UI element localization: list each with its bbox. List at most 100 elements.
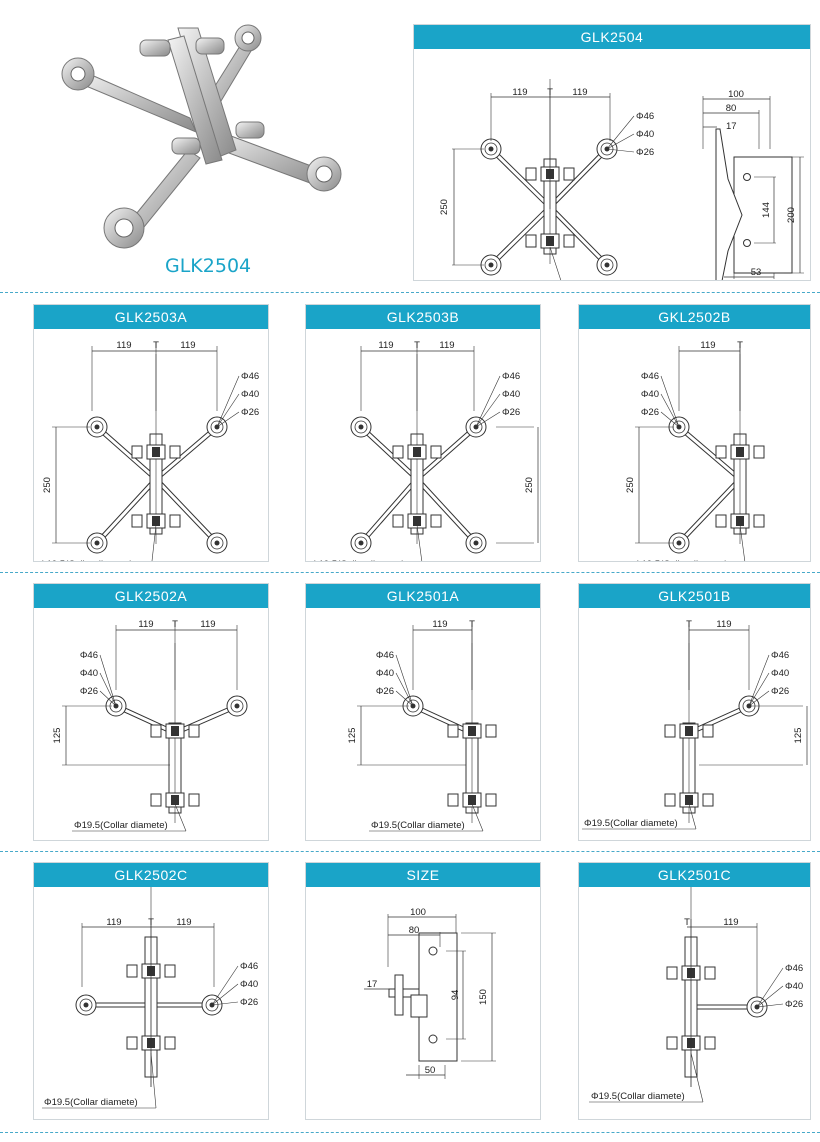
glass-hole-inner bbox=[469, 420, 483, 434]
collar-label: Φ19.5(Collar diamete) bbox=[452, 279, 546, 280]
clamp-bolt bbox=[736, 447, 744, 457]
diameter-leader bbox=[756, 967, 784, 1008]
thickness-label: T bbox=[172, 619, 178, 630]
glass-hole-inner bbox=[600, 142, 614, 156]
clamp-pad bbox=[126, 1036, 138, 1050]
diameter-leader bbox=[99, 690, 117, 707]
clamp-bolt bbox=[171, 795, 179, 805]
hero-product: GLK2504 bbox=[0, 0, 395, 288]
glass-hole-inner bbox=[210, 536, 224, 550]
clamp-pad bbox=[702, 793, 714, 807]
panel-title: GLK2501C bbox=[579, 863, 810, 887]
side-height-label: 200 bbox=[786, 207, 797, 223]
clamp-pad bbox=[430, 445, 442, 459]
clamp-pad bbox=[150, 724, 162, 738]
diameter-label: Φ46 bbox=[636, 111, 654, 122]
panel-gkl2502b: GKL2502B 119T250Φ46Φ40Φ26Φ19.5(Collar di… bbox=[578, 304, 811, 562]
clamp-bolt bbox=[685, 726, 693, 736]
diameter-label: Φ26 bbox=[636, 147, 654, 158]
diameter-label: Φ46 bbox=[771, 650, 789, 661]
clamp-pad bbox=[150, 793, 162, 807]
thickness-label: T bbox=[684, 917, 690, 928]
height-label: 250 bbox=[524, 477, 535, 493]
panel-glk2503b: GLK2503B 119119T250Φ46Φ40Φ26Φ19.5(Collar… bbox=[305, 304, 541, 562]
clamp-pad bbox=[126, 964, 138, 978]
arm-fill bbox=[173, 704, 239, 735]
dimension-label: 119 bbox=[439, 340, 454, 351]
height-label: 250 bbox=[439, 199, 450, 215]
height-label: 250 bbox=[625, 477, 636, 493]
size-bolt-hole bbox=[428, 1034, 438, 1044]
clamp-pad bbox=[447, 724, 459, 738]
thickness-label: T bbox=[469, 619, 475, 630]
glass-hole-bolt bbox=[473, 540, 479, 546]
dimension-label: 119 bbox=[432, 619, 447, 630]
clamp-pad bbox=[525, 167, 537, 181]
arm-fill bbox=[489, 147, 552, 209]
clamp-pad bbox=[563, 167, 575, 181]
glass-hole-inner bbox=[354, 536, 368, 550]
diameter-leader bbox=[211, 1001, 239, 1006]
clamp-pad bbox=[164, 964, 176, 978]
glass-hole-inner bbox=[90, 536, 104, 550]
clamp-pad bbox=[666, 966, 678, 980]
collar-label: Φ19.5(Collar diamete) bbox=[39, 559, 133, 561]
collar-label: Φ19.5(Collar diamete) bbox=[591, 1091, 685, 1102]
diameter-leader bbox=[216, 375, 240, 428]
dimension-label: 119 bbox=[176, 917, 191, 928]
glass-hole-bolt bbox=[676, 540, 682, 546]
clamp-pad bbox=[131, 514, 143, 528]
clamp-pad bbox=[664, 724, 676, 738]
diameter-leader bbox=[211, 983, 239, 1006]
clamp-pad bbox=[188, 724, 200, 738]
arm-fill bbox=[415, 425, 478, 481]
clamp-pad bbox=[525, 234, 537, 248]
size-bolt-hole bbox=[428, 946, 438, 956]
diameter-leader bbox=[660, 375, 680, 428]
arm-fill bbox=[548, 147, 609, 209]
clamp-pad bbox=[430, 514, 442, 528]
glass-hole-bolt bbox=[214, 540, 220, 546]
drawing-glk2503b: 119119T250Φ46Φ40Φ26Φ19.5(Collar diamete) bbox=[311, 340, 539, 561]
spider-fitting-illustration bbox=[61, 24, 342, 249]
diameter-leader bbox=[660, 411, 680, 428]
dimension-label: 119 bbox=[700, 340, 715, 351]
diameter-label: Φ40 bbox=[376, 668, 394, 679]
panel-glk2503a: GLK2503A 119119T250Φ46Φ40Φ26Φ19.5(Collar… bbox=[33, 304, 269, 562]
thickness-label: T bbox=[737, 340, 743, 351]
glass-hole-bolt bbox=[234, 703, 240, 709]
dimension-label: 119 bbox=[378, 340, 393, 351]
glass-hole-inner bbox=[484, 142, 498, 156]
clamp-pad bbox=[563, 234, 575, 248]
diameter-leader bbox=[475, 393, 501, 428]
diameter-label: Φ40 bbox=[241, 389, 259, 400]
clamp-pad bbox=[702, 724, 714, 738]
arm-fill bbox=[411, 704, 474, 735]
clamp-bolt bbox=[152, 516, 160, 526]
dimension-label: 119 bbox=[512, 87, 527, 98]
hero-model-label: GLK2504 bbox=[165, 255, 252, 277]
diameter-label: Φ26 bbox=[502, 407, 520, 418]
glass-hole-inner bbox=[750, 1000, 764, 1014]
size-width-label: 80 bbox=[409, 925, 420, 936]
section-separator bbox=[0, 851, 820, 852]
diameter-leader bbox=[748, 654, 770, 707]
clamp-bolt bbox=[546, 236, 554, 246]
glass-hole-inner bbox=[205, 998, 219, 1012]
diameter-leader bbox=[475, 375, 501, 428]
panel-title: GLK2503B bbox=[306, 305, 540, 329]
diameter-label: Φ40 bbox=[785, 981, 803, 992]
height-label: 125 bbox=[52, 728, 63, 744]
collar-leader bbox=[471, 803, 484, 832]
collar-label: Φ19.5(Collar diamete) bbox=[634, 559, 728, 561]
height-label: 125 bbox=[793, 728, 804, 744]
section-separator bbox=[0, 292, 820, 293]
clamp-pad bbox=[715, 445, 727, 459]
diameter-leader bbox=[395, 654, 414, 707]
diameter-leader bbox=[748, 690, 770, 707]
size-arm bbox=[388, 988, 420, 998]
panel-title: GLK2502A bbox=[34, 584, 268, 608]
